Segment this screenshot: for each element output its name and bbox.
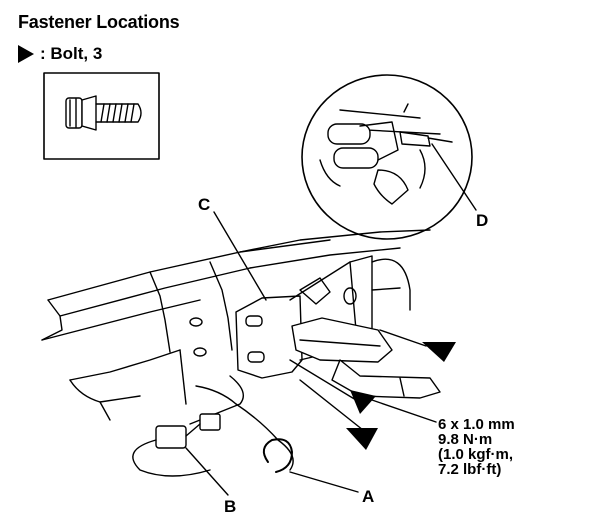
bolt-arrow-icon [350,390,376,414]
bolt-arrow-icon [346,428,378,450]
torque-spec-line: 6 x 1.0 mm [438,416,515,433]
spec-leader-lines [289,329,437,435]
torque-spec-line: 7.2 lbf·ft) [438,461,502,478]
detail-circle [301,74,477,240]
bolt-legend: : Bolt, 3 [18,44,102,64]
connector-b [132,413,229,496]
triangle-arrow-icon [18,45,34,63]
bolt-arrow-icons [346,342,456,450]
cable-clip-a [262,438,359,493]
bolt-detail-box [43,72,160,160]
bolt-arrow-icon [422,342,456,362]
frame-rail [41,229,431,421]
hood-latch [291,258,441,399]
callout-c: C [198,195,211,214]
callout-a: A [362,487,375,506]
bolt-icon [65,95,142,131]
callout-d: D [476,211,489,230]
torque-spec-line: 9.8 N·m [438,431,493,448]
legend-text: : Bolt, 3 [40,44,103,63]
torque-spec-line: (1.0 kgf·m, [438,446,514,463]
leader-line-c [213,211,267,301]
callout-b: B [224,497,237,516]
torque-spec: 6 x 1.0 mm 9.8 N·m (1.0 kgf·m, 7.2 lbf·f… [438,417,515,477]
diagram-title: Fastener Locations [18,12,180,32]
